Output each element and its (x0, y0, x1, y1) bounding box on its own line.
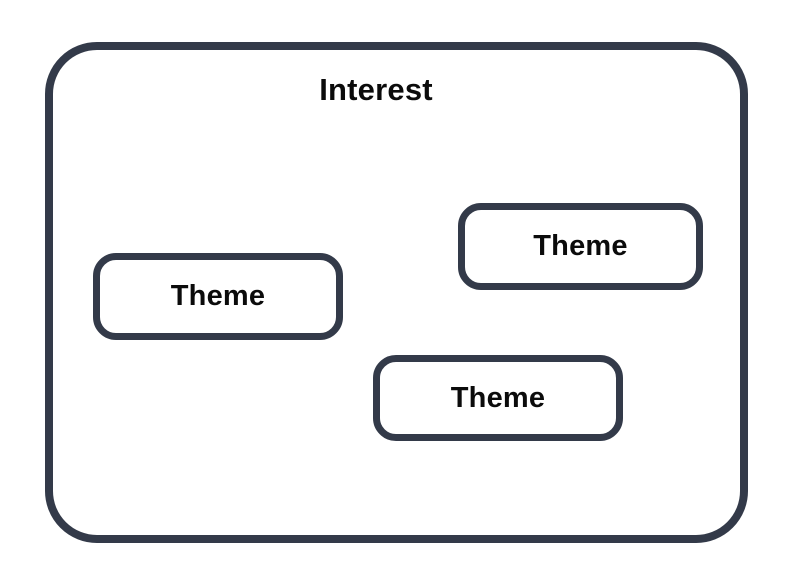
theme-node-bottom: Theme (373, 355, 623, 441)
theme-node-left: Theme (93, 253, 343, 340)
theme-node-top-right: Theme (458, 203, 703, 290)
theme-node-label: Theme (533, 230, 628, 262)
interest-label: Interest (319, 72, 433, 107)
theme-node-label: Theme (450, 381, 546, 414)
theme-node-label: Theme (170, 280, 266, 312)
